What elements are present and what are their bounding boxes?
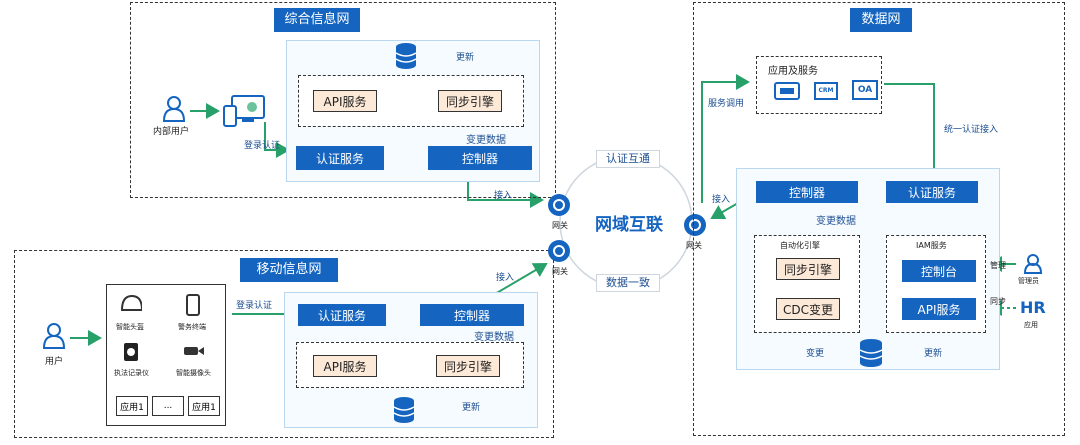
database-icon — [395, 43, 417, 69]
zone-integrated-network — [130, 2, 556, 198]
data-auth-service: 认证服务 — [886, 181, 978, 203]
domain-interconnect-title: 网域互联 — [595, 215, 663, 235]
zone-title-integrated: 综合信息网 — [274, 8, 360, 32]
service-call-label: 服务调用 — [708, 99, 745, 109]
mobile-login-label: 登录认证 — [236, 301, 273, 311]
iam-service-title: IAM服务 — [916, 241, 947, 250]
data-sync-engine: 同步引擎 — [776, 258, 840, 280]
device-label-camera: 智能摄像头 — [176, 369, 211, 377]
auth-interop-label: 认证互通 — [596, 150, 660, 168]
database-icon — [393, 397, 415, 423]
gateway-icon — [684, 214, 706, 236]
top-controller: 控制器 — [428, 146, 532, 170]
mobile-controller: 控制器 — [420, 304, 524, 326]
app-box: 应用1 — [188, 396, 220, 416]
mobile-update-label: 更新 — [462, 403, 481, 413]
sync-label: 同步 — [990, 297, 1006, 306]
camera-icon — [184, 347, 204, 355]
top-update-label: 更新 — [456, 53, 475, 63]
gateway-icon — [548, 194, 570, 216]
admin-label: 管理员 — [1018, 277, 1039, 285]
gateway-label: 网关 — [552, 267, 568, 276]
mobile-sync-engine: 同步引擎 — [436, 355, 500, 377]
zone-data-network — [693, 2, 1065, 436]
top-login-label: 登录认证 — [244, 141, 281, 151]
bodycam-icon — [124, 343, 138, 361]
top-auth-service: 认证服务 — [296, 146, 384, 170]
hr-app-label: 应用 — [1024, 321, 1038, 329]
data-access-label: 接入 — [712, 195, 731, 205]
app-box-ellipsis: ... — [152, 396, 184, 416]
gateway-icon — [548, 240, 570, 262]
gateway-label: 网关 — [686, 241, 702, 250]
zone-title-mobile: 移动信息网 — [240, 258, 338, 282]
manage-label: 管理 — [990, 261, 1006, 270]
top-change-data-label: 变更数据 — [466, 135, 506, 146]
data-controller: 控制器 — [756, 181, 858, 203]
crm-icon: CRM — [814, 82, 838, 100]
app-box: 应用1 — [116, 396, 148, 416]
admin-icon — [1024, 254, 1042, 274]
device-label-recorder: 执法记录仪 — [114, 369, 149, 377]
gateway-label: 网关 — [552, 221, 568, 230]
unified-auth-label: 统一认证接入 — [944, 125, 999, 135]
terminal-devices-icon — [223, 95, 265, 127]
mobile-change-data-label: 变更数据 — [474, 332, 514, 343]
cdc-change: CDC变更 — [776, 298, 840, 320]
mobile-api-service: API服务 — [313, 355, 377, 377]
data-consistent-label: 数据一致 — [596, 274, 660, 292]
phone-icon — [186, 294, 200, 316]
zone-mobile-network — [14, 250, 554, 438]
data-api-service: API服务 — [902, 298, 976, 320]
mobile-auth-service: 认证服务 — [298, 304, 386, 326]
console: 控制台 — [902, 260, 976, 282]
app-server-icon — [774, 82, 800, 100]
top-sync-engine: 同步引擎 — [438, 90, 502, 112]
change-label: 变更 — [806, 349, 825, 359]
mobile-access-label: 接入 — [496, 273, 515, 283]
apps-services-box — [756, 56, 882, 114]
user-icon — [162, 96, 186, 122]
update-label: 更新 — [924, 349, 943, 359]
top-api-service: API服务 — [313, 90, 377, 112]
top-access-label: 接入 — [494, 191, 513, 201]
apps-services-title: 应用及服务 — [768, 66, 818, 77]
oa-icon: OA — [852, 80, 878, 100]
user-icon — [42, 323, 66, 349]
device-label-helmet: 智能头盔 — [116, 323, 144, 331]
top-user-label: 内部用户 — [153, 127, 190, 137]
automation-engine-title: 自动化引擎 — [780, 241, 820, 250]
mobile-user-label: 用户 — [45, 357, 64, 367]
zone-title-data: 数据网 — [850, 8, 912, 32]
hr-icon: HR — [1020, 298, 1046, 317]
data-change-data-label: 变更数据 — [816, 216, 856, 227]
helmet-icon — [120, 294, 142, 311]
database-icon — [859, 339, 883, 367]
device-label-terminal: 警务终端 — [178, 323, 206, 331]
